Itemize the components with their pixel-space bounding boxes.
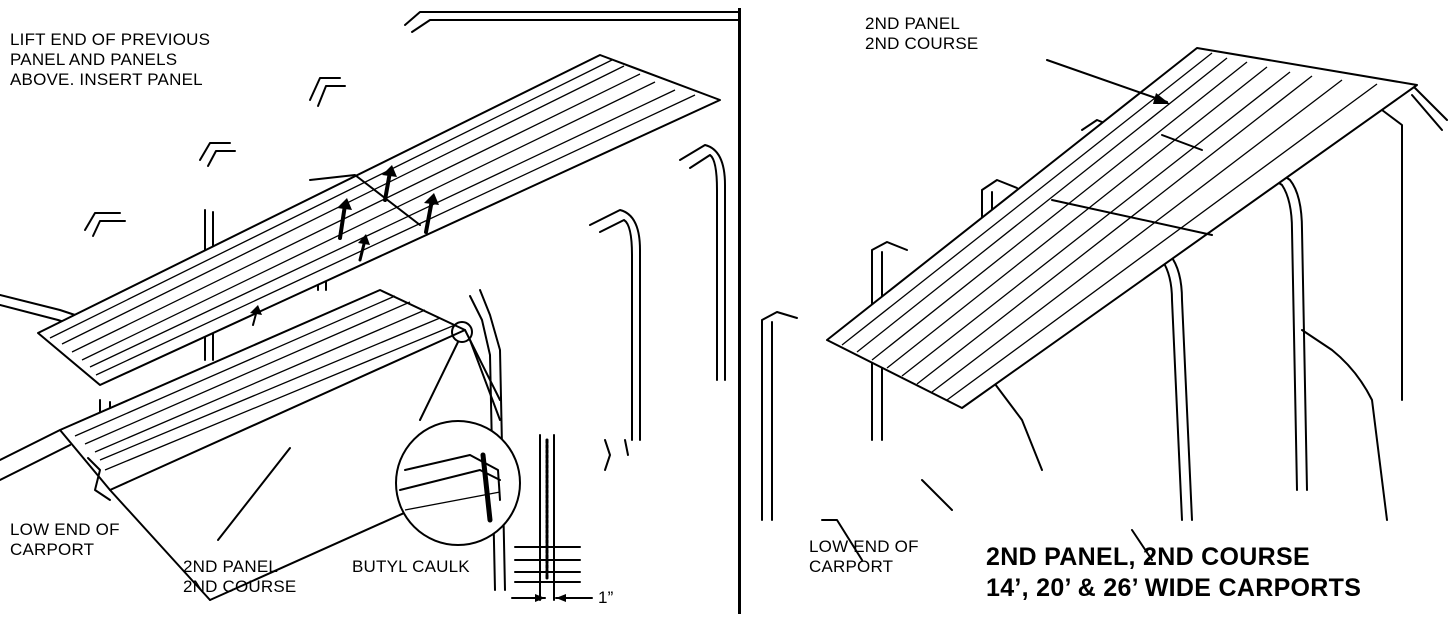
left-diagram-panel: LIFT END OF PREVIOUS PANEL AND PANELS AB… xyxy=(0,11,738,607)
lift-arrows xyxy=(250,165,439,326)
panel-leader-line xyxy=(1046,59,1168,103)
low-end-label: LOW END OF CARPORT xyxy=(809,537,919,576)
panel-course-label: 2ND PANEL 2ND COURSE xyxy=(865,14,979,53)
butyl-caulk-label: BUTYL CAULK xyxy=(352,557,470,576)
low-end-label: LOW END OF CARPORT xyxy=(10,520,120,559)
dimension-label: 1” xyxy=(598,588,614,607)
roof-panels xyxy=(826,47,1418,409)
frame-arches xyxy=(761,61,1448,561)
panel-leader-line xyxy=(217,447,291,541)
dimension-detail xyxy=(511,434,593,602)
instruction-text: LIFT END OF PREVIOUS PANEL AND PANELS AB… xyxy=(10,30,211,89)
low-end-break xyxy=(87,457,111,501)
roof-panels-top xyxy=(37,54,721,386)
right-carport-drawing xyxy=(761,47,1448,561)
panel-divider xyxy=(738,8,741,614)
figure-title: 2ND PANEL, 2ND COURSE 14’, 20’ & 26’ WID… xyxy=(986,543,1362,602)
leader-arrowhead xyxy=(1153,93,1170,104)
panel-course-label: 2ND PANEL 2ND COURSE xyxy=(183,557,297,596)
left-carport-drawing xyxy=(0,11,738,602)
right-diagram-panel: 2ND PANEL 2ND COURSE LOW END OF CARPORT … xyxy=(742,0,1453,618)
caulk-detail xyxy=(395,321,521,546)
